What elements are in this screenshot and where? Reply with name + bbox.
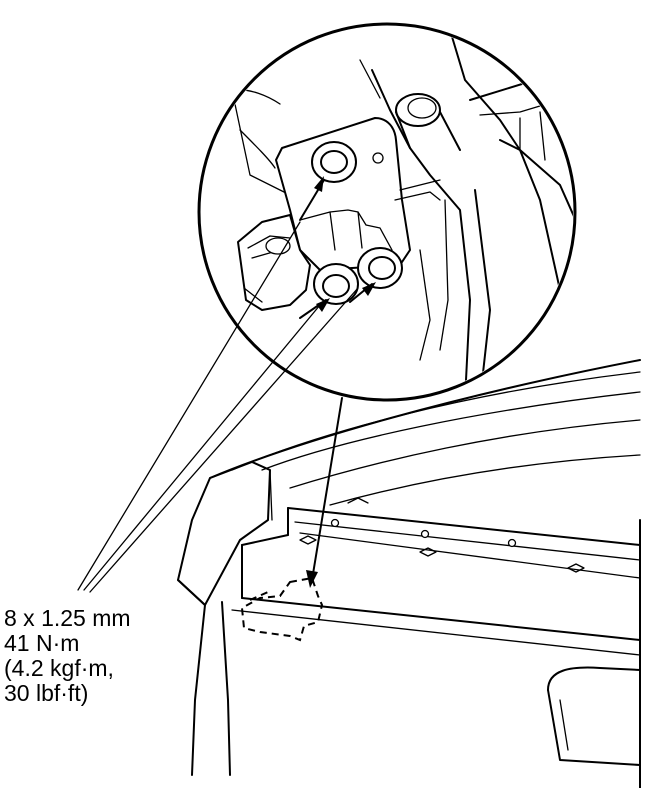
vehicle-body bbox=[177, 359, 641, 788]
magnified-detail bbox=[197, 22, 577, 402]
lower-right-bolt bbox=[357, 247, 403, 289]
torque-spec-label: 8 x 1.25 mm 41 N·m (4.2 kgf·m, 30 lbf·ft… bbox=[4, 606, 131, 706]
hinge-hidden-outline bbox=[240, 576, 324, 642]
torque-nm-text: 41 N·m bbox=[4, 630, 80, 656]
bolt-size-text: 8 x 1.25 mm bbox=[4, 605, 131, 631]
torque-lbfft-text: 30 lbf·ft) bbox=[4, 680, 89, 706]
leader-lines bbox=[77, 221, 359, 593]
upper-bolt bbox=[311, 141, 357, 183]
lower-left-bolt bbox=[313, 263, 359, 305]
detail-connector-arrow bbox=[306, 397, 343, 588]
torque-kgfm-text: (4.2 kgf·m, bbox=[4, 655, 114, 681]
